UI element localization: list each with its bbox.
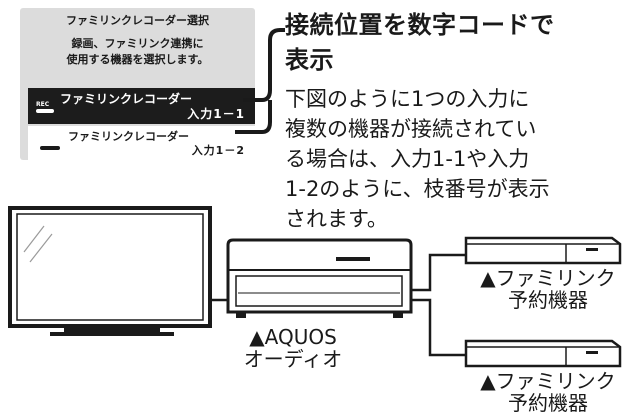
cable-to-recorder-2: [411, 298, 466, 357]
recorder-option-2[interactable]: ファミリンクレコーダー 入力1－2: [28, 126, 255, 160]
recorder-option-1-input: 入力1－1: [187, 107, 245, 121]
aquos-label-line1: ▲AQUOS: [249, 325, 337, 349]
aquos-label: ▲AQUOS オーディオ: [218, 326, 368, 370]
aquos-audio-icon: [226, 238, 413, 318]
recorder-option-2-name: ファミリンクレコーダー: [68, 130, 189, 143]
callout-heading-line2: 表示: [285, 46, 334, 74]
dialog-screen: ファミリンクレコーダー選択 録画、ファミリンク連携に 使用する機器を選択します。…: [20, 8, 255, 160]
aquos-label-line2: オーディオ: [243, 347, 343, 371]
callout-body-line: 下図のように1つの入力に: [285, 87, 530, 111]
recorder-icon: [36, 109, 54, 113]
famlink-recorder-2-label: ▲ファミリンク 予約機器: [470, 370, 626, 414]
callout-heading-line1: 接続位置を数字コードで: [285, 11, 555, 39]
dialog-message: 録画、ファミリンク連携に 使用する機器を選択します。: [20, 36, 255, 68]
famlink-1-label-line1: ▲ファミリンク: [480, 266, 616, 290]
dialog-message-line2: 使用する機器を選択します。: [66, 53, 209, 66]
famlink-recorder-1-icon: [464, 236, 622, 265]
callout-heading: 接続位置を数字コードで 表示: [285, 8, 555, 78]
recorder-option-1-name: ファミリンクレコーダー: [60, 92, 193, 106]
rec-badge: REC: [36, 101, 50, 108]
callout-body: 下図のように1つの入力に 複数の機器が接続されてい る場合は、入力1-1や入力 …: [285, 84, 625, 234]
recorder-option-2-input: 入力1－2: [191, 144, 245, 157]
recorder-icon: [40, 146, 60, 150]
dialog-message-line1: 録画、ファミリンク連携に: [71, 37, 204, 50]
callout-bracket: [243, 28, 285, 102]
callout-body-line: されます。: [285, 207, 388, 231]
callout-bracket-lower: [235, 100, 272, 134]
tv-icon: [8, 206, 212, 336]
recorder-option-1[interactable]: REC ファミリンクレコーダー 入力1－1: [28, 88, 255, 124]
callout-body-line: 1-2のように、枝番号が表示: [285, 177, 550, 201]
famlink-1-label-line2: 予約機器: [508, 288, 588, 312]
famlink-2-label-line2: 予約機器: [508, 391, 588, 415]
famlink-recorder-2-icon: [464, 339, 622, 368]
cable-to-recorder-1: [411, 253, 466, 292]
famlink-recorder-1-label: ▲ファミリンク 予約機器: [470, 267, 626, 311]
dialog-title: ファミリンクレコーダー選択: [66, 14, 209, 27]
callout-body-line: る場合は、入力1-1や入力: [285, 147, 530, 171]
callout-body-line: 複数の機器が接続されてい: [285, 117, 537, 141]
famlink-2-label-line1: ▲ファミリンク: [480, 369, 616, 393]
